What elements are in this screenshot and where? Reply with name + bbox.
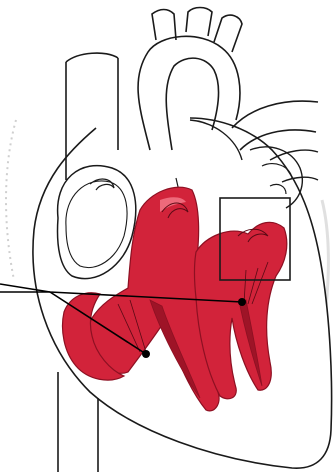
pointer-dot-right-ventricle	[142, 350, 150, 358]
superior-vena-cava-top	[66, 53, 118, 62]
aorta-branch-2	[186, 8, 212, 37]
aorta-branch-1	[152, 10, 176, 41]
aorta-branch-3	[214, 15, 242, 52]
pointer-dot-left-ventricle	[238, 298, 246, 306]
faint-arc-left	[6, 120, 16, 280]
